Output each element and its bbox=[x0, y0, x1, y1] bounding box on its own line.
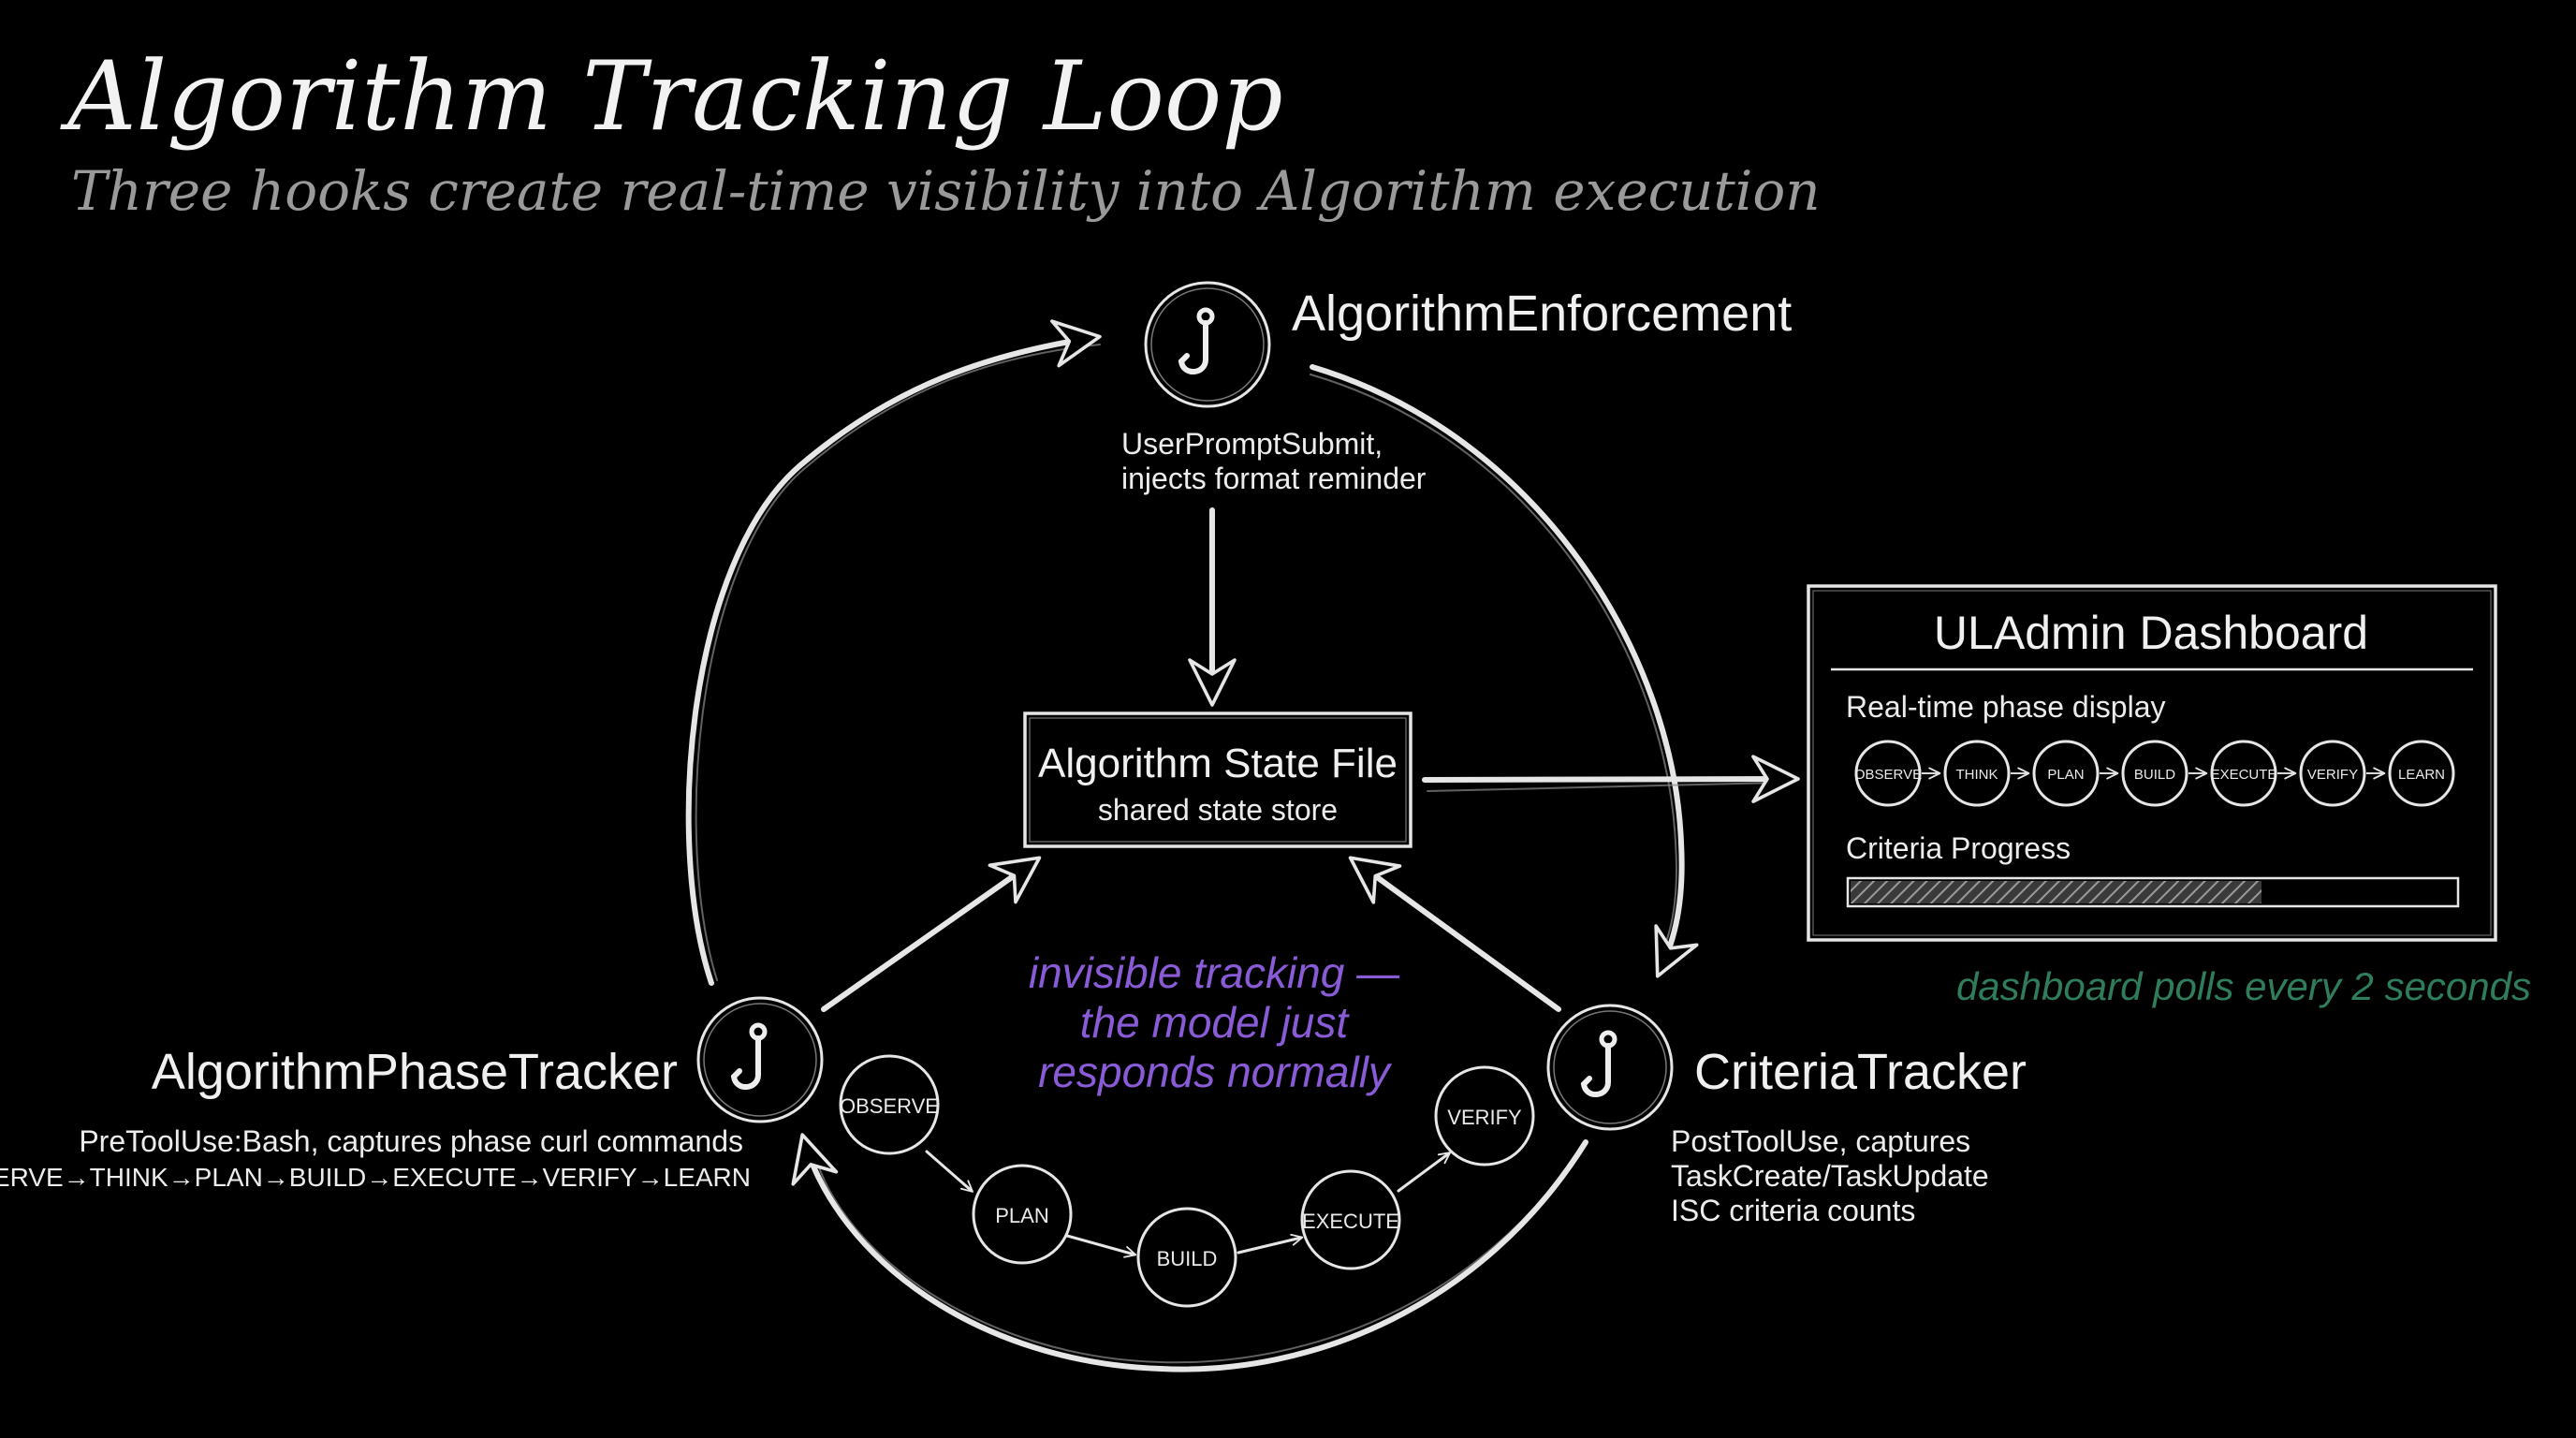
dashboard-phase-execute-label: EXECUTE bbox=[2211, 767, 2277, 783]
state-file-subtitle: shared state store bbox=[1098, 793, 1338, 827]
hook-icon bbox=[1580, 1030, 1617, 1097]
dashboard-phase-learn: LEARN bbox=[2388, 740, 2455, 807]
mini-phase-execute-label: EXECUTE bbox=[1302, 1210, 1399, 1233]
hook-enforcement-desc-1: UserPromptSubmit, bbox=[1121, 427, 1383, 461]
hook-algorithm-enforcement: AlgorithmEnforcement UserPromptSubmit, i… bbox=[1121, 281, 1792, 495]
dashboard-phase-label: Real-time phase display bbox=[1846, 690, 2166, 724]
mini-phase-verify-label: VERIFY bbox=[1447, 1106, 1522, 1129]
dashboard-criteria-label: Criteria Progress bbox=[1846, 831, 2071, 865]
dashboard-phase-plan-label: PLAN bbox=[2047, 767, 2084, 783]
invisible-note-line1: invisible tracking — bbox=[1029, 948, 1400, 997]
mini-phase-execute: EXECUTE bbox=[1300, 1169, 1401, 1270]
page-title: Algorithm Tracking Loop bbox=[60, 41, 1283, 153]
hook-criteria-tracker: CriteriaTracker PostToolUse, captures Ta… bbox=[1546, 1004, 2027, 1227]
criteria-progress-bar bbox=[1846, 876, 2460, 908]
criteria-progress-fill bbox=[1851, 881, 2261, 903]
loop-arc-left bbox=[685, 319, 1102, 986]
state-file-title: Algorithm State File bbox=[1038, 741, 1398, 786]
hook-enforcement-name: AlgorithmEnforcement bbox=[1292, 286, 1792, 342]
hook-enforcement-desc-2: injects format reminder bbox=[1121, 462, 1427, 495]
invisible-note-line2: the model just bbox=[1080, 998, 1351, 1047]
mini-phase-plan-label: PLAN bbox=[995, 1204, 1048, 1227]
hook-phasetracker-desc-2: OBSERVE→THINK→PLAN→BUILD→EXECUTE→VERIFY→… bbox=[0, 1163, 751, 1192]
criteria-progress-track bbox=[1846, 876, 2460, 908]
dashboard-phase-row: OBSERVE THINK PLAN BUILD EXECUTE VERIFY bbox=[1854, 740, 2455, 807]
dashboard-phase-verify-label: VERIFY bbox=[2307, 767, 2358, 783]
mini-phase-plan: PLAN bbox=[972, 1164, 1073, 1265]
mini-phase-sequence: OBSERVE PLAN BUILD EXECUTE VERIFY bbox=[839, 1054, 1535, 1308]
mini-phase-observe: OBSERVE bbox=[839, 1054, 940, 1155]
hook-icon bbox=[730, 1022, 768, 1090]
dashboard-phase-think: THINK bbox=[1943, 740, 2011, 807]
hook-phasetracker-name: AlgorithmPhaseTracker bbox=[152, 1044, 678, 1100]
hook-criteriatracker-desc-2: TaskCreate/TaskUpdate bbox=[1671, 1159, 1989, 1193]
loop-arc-bottom bbox=[791, 1133, 1588, 1372]
dashboard-phase-build: BUILD bbox=[2121, 740, 2188, 807]
dashboard-title: ULAdmin Dashboard bbox=[1934, 607, 2368, 659]
hook-criteriatracker-desc-1: PostToolUse, captures bbox=[1671, 1124, 1970, 1158]
dashboard-phase-plan: PLAN bbox=[2032, 740, 2100, 807]
mini-phase-verify: VERIFY bbox=[1434, 1065, 1535, 1167]
mini-phase-observe-label: OBSERVE bbox=[840, 1094, 939, 1118]
state-file-box: Algorithm State File shared state store bbox=[1023, 712, 1412, 848]
loop-arc-right bbox=[1310, 364, 1699, 978]
invisible-note-line3: responds normally bbox=[1038, 1048, 1393, 1096]
hook-phasetracker-desc-1: PreToolUse:Bash, captures phase curl com… bbox=[79, 1124, 743, 1158]
mini-phase-build: BUILD bbox=[1136, 1207, 1237, 1308]
dashboard-panel: ULAdmin Dashboard Real-time phase displa… bbox=[1807, 584, 2497, 942]
invisible-tracking-note: invisible tracking — the model just resp… bbox=[1029, 948, 1400, 1096]
mini-phase-build-label: BUILD bbox=[1157, 1247, 1218, 1270]
hook-algorithm-phase-tracker: AlgorithmPhaseTracker PreToolUse:Bash, c… bbox=[0, 996, 824, 1192]
dashboard-phase-execute: EXECUTE bbox=[2210, 740, 2277, 807]
arrow-phasetracker-to-state bbox=[821, 856, 1042, 1012]
page-subtitle: Three hooks create real-time visibility … bbox=[71, 159, 1821, 223]
dashboard-phase-build-label: BUILD bbox=[2134, 767, 2175, 783]
hook-criteriatracker-name: CriteriaTracker bbox=[1694, 1044, 2027, 1100]
dashboard-poll-note: dashboard polls every 2 seconds bbox=[1956, 964, 2531, 1008]
arrow-criteriatracker-to-state bbox=[1348, 856, 1561, 1012]
dashboard-phase-observe-label: OBSERVE bbox=[1854, 767, 1922, 783]
hook-criteriatracker-desc-3: ISC criteria counts bbox=[1671, 1194, 1915, 1227]
dashboard-phase-verify: VERIFY bbox=[2299, 740, 2366, 807]
dashboard-phase-observe: OBSERVE bbox=[1854, 740, 1922, 807]
arrow-state-to-dashboard bbox=[1422, 755, 1800, 803]
dashboard-phase-learn-label: LEARN bbox=[2398, 767, 2445, 783]
hook-icon bbox=[1178, 307, 1215, 374]
dashboard-phase-think-label: THINK bbox=[1956, 767, 1998, 783]
